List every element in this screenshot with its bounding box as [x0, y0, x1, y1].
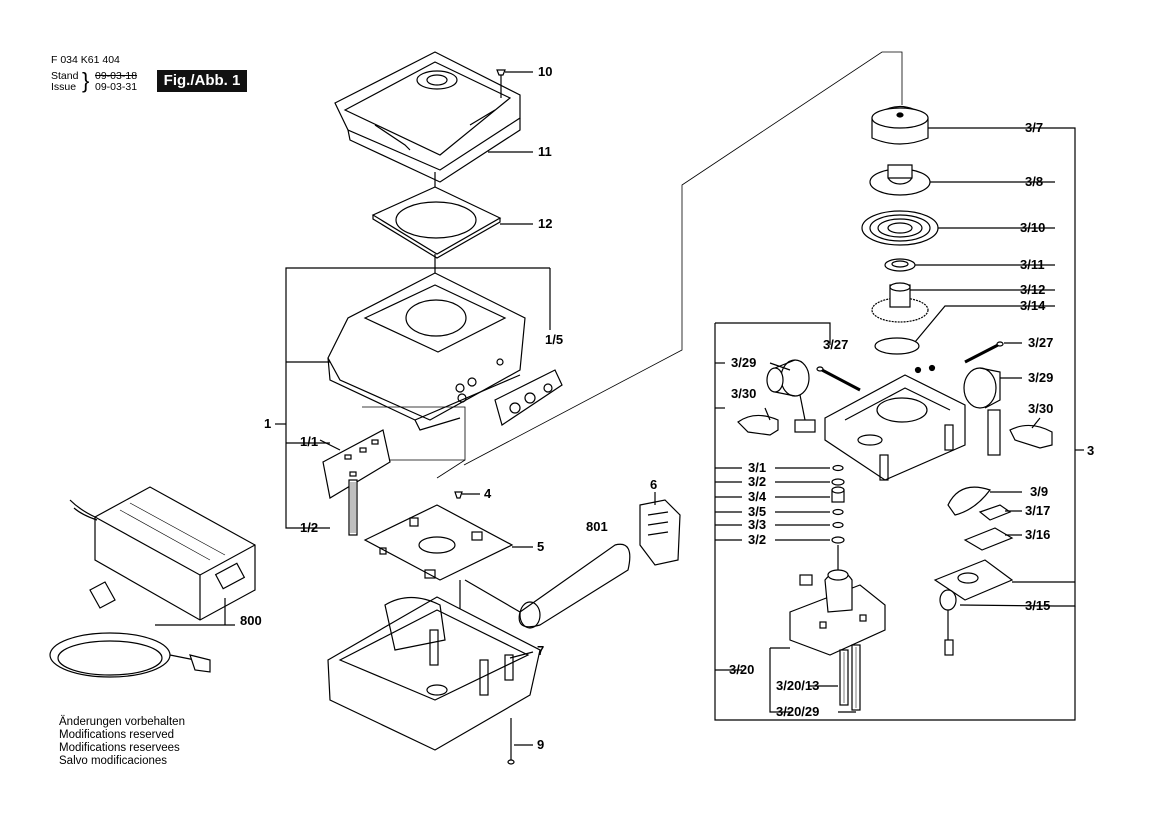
circuit-board-part-1-1: [322, 429, 391, 499]
part-label: 3/27: [823, 337, 849, 352]
part-label: 1/5: [545, 332, 564, 347]
doc-number: F 034 K61 404: [51, 54, 120, 66]
part-label: 1: [264, 416, 272, 431]
part-label: 3/10: [1020, 220, 1046, 235]
ribbon-cable-part-1-2: [348, 479, 358, 536]
part-label: 3/20: [729, 662, 755, 677]
bracket-part-3-30-left: [737, 414, 779, 436]
part-label: 3/7: [1025, 120, 1044, 135]
note-line: Änderungen vorbehalten: [59, 716, 185, 728]
part-3-16: [963, 527, 1014, 551]
part-label: 1/2: [300, 520, 319, 535]
stand-date: 09-03-18: [95, 70, 138, 82]
ribbon-part-3-20-13: [839, 649, 849, 706]
battery-part-801: [518, 543, 631, 629]
modification-notes: Änderungen vorbehalten Modifications res…: [59, 716, 185, 768]
part-label: 3/17: [1025, 503, 1051, 518]
part-label: 3/3: [748, 517, 767, 532]
gear-part-3-12: [871, 282, 929, 323]
part-3-8: [869, 164, 931, 196]
part-label: 800: [240, 613, 262, 628]
motor-frame: [824, 374, 966, 481]
bracket-part-3-30-right: [1009, 424, 1053, 449]
charger-part-800: [69, 486, 256, 621]
top-cover-part-11: [334, 51, 521, 183]
keypad-part-1-5: [494, 369, 563, 426]
part-label: 3/20/29: [776, 704, 820, 719]
part-label: 3/30: [1028, 401, 1054, 416]
note-line: Modifications reservees: [59, 742, 180, 754]
part-label: 12: [538, 216, 553, 231]
bottom-housing-part-7: [327, 596, 541, 751]
part-label: 1/1: [300, 434, 319, 449]
part-label: 3/14: [1020, 298, 1046, 313]
issue-date: 09-03-31: [95, 81, 138, 93]
power-cord: [49, 581, 211, 678]
screw-part-4: [454, 491, 480, 499]
part-label: 6: [650, 477, 658, 492]
part-label: 3/11: [1020, 257, 1045, 272]
part-label: 3/2: [748, 532, 767, 547]
part-label: 9: [537, 737, 545, 752]
small-parts-stack: [831, 464, 845, 544]
part-label: 7: [537, 643, 545, 658]
part-label: 3/5: [748, 504, 767, 519]
part-label: 3/20/13: [776, 678, 820, 693]
part-3-15: [933, 559, 1014, 656]
part-label: 3/12: [1020, 282, 1046, 297]
note-line: Modifications reserved: [59, 729, 175, 741]
part-label: 11: [538, 144, 552, 159]
note-line: Salvo modificaciones: [59, 755, 168, 767]
screw-part-3-27-right: [964, 341, 1004, 364]
part-label: 3/29: [731, 355, 757, 370]
screw-part-3-27-left: [816, 366, 861, 392]
figure-label: Fig./Abb. 1: [157, 70, 247, 92]
part-label: 5: [537, 539, 545, 554]
joystick-assembly-part-3-20: [789, 545, 886, 656]
part-label: 3/15: [1025, 598, 1051, 613]
housing-body: [327, 272, 526, 431]
part-3-17: [978, 504, 1012, 521]
screw-part-9: [507, 718, 533, 765]
part-label: 4: [484, 486, 492, 501]
part-label: 3/16: [1025, 527, 1051, 542]
part-label: 3/4: [748, 489, 767, 504]
belt-part-3-9: [947, 486, 991, 516]
ribbon-part-3-20-29: [851, 644, 861, 711]
part-label: 3/8: [1025, 174, 1044, 189]
part-label: 3/27: [1028, 335, 1054, 350]
part-label: 3/1: [748, 460, 767, 475]
part-label: 10: [538, 64, 553, 79]
motor-part-3-29-right: [963, 367, 1001, 456]
part-3-10: [861, 210, 939, 246]
part-label: 801: [586, 519, 608, 534]
part-label: 3/29: [1028, 370, 1054, 385]
part-label: 3/30: [731, 386, 757, 401]
spindle-cap-part-3-7: [871, 106, 929, 145]
screw-part-10: [496, 69, 533, 98]
stand-label: Stand: [51, 70, 79, 82]
gasket-part-12: [371, 186, 502, 259]
base-plate-part-5: [363, 504, 514, 581]
cap-part-6: [639, 499, 681, 566]
washer-part-3-14: [874, 337, 920, 355]
bracket-1: [285, 267, 330, 529]
issue-label: Issue: [51, 81, 77, 93]
part-label: 3/9: [1030, 484, 1049, 499]
ring-part-3-11: [884, 258, 916, 272]
part-label: 3: [1087, 443, 1095, 458]
bracket-3: [1055, 127, 1076, 607]
brace-glyph: }: [82, 68, 90, 93]
part-label: 3/2: [748, 474, 767, 489]
